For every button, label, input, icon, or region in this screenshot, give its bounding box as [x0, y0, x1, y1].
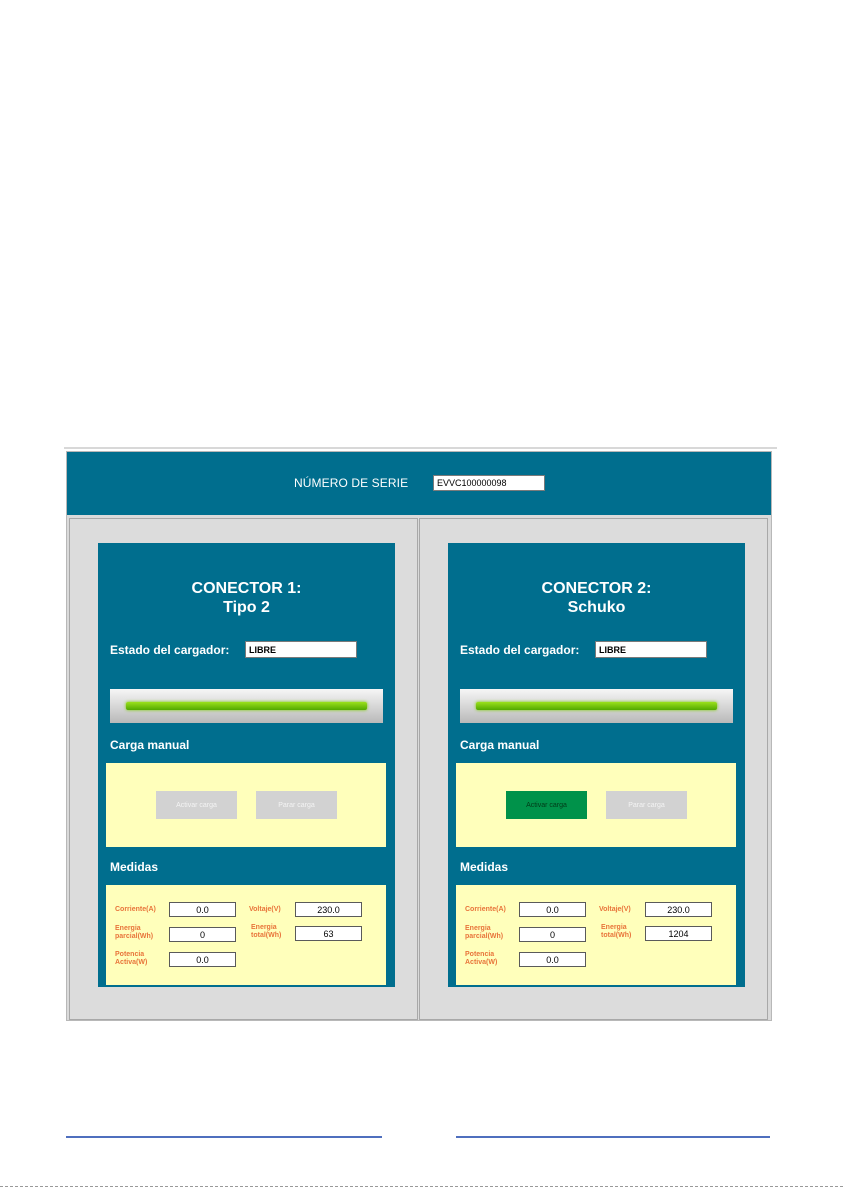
- connector-2-voltage-label: Voltaje(V): [599, 906, 631, 914]
- connector-1-total-energy-field[interactable]: [295, 926, 362, 941]
- connector-1-manual-box: Activar carga Parar carga: [106, 763, 386, 847]
- footer-rule-right: [456, 1136, 770, 1138]
- connector-2-total-energy-label: Energia total(Wh): [601, 924, 631, 940]
- connector-1-active-power-field[interactable]: [169, 952, 236, 967]
- active-power-label-line2: Activa(W): [465, 959, 498, 966]
- connector-2-column: CONECTOR 2: Schuko Estado del cargador: …: [419, 518, 768, 1020]
- connector-2-active-power-field[interactable]: [519, 952, 586, 967]
- total-energy-label-line1: Energia: [601, 924, 627, 931]
- footer-rule-left: [66, 1136, 382, 1138]
- active-power-label-line2: Activa(W): [115, 959, 148, 966]
- current-label-text: Corriente(A): [115, 906, 156, 913]
- connector-2-active-power-label: Potencia Activa(W): [465, 951, 497, 967]
- connector-1-measures-box: Corriente(A) Voltaje(V) Energia parcial(…: [106, 885, 386, 985]
- connector-2-title-line1: CONECTOR 2:: [541, 580, 652, 597]
- connector-1-card: CONECTOR 1: Tipo 2 Estado del cargador: …: [98, 543, 395, 987]
- connector-1-partial-energy-label: Energia parcial(Wh): [115, 925, 153, 941]
- connector-2-measures-title: Medidas: [460, 860, 509, 874]
- connector-2-voltage-field[interactable]: [645, 902, 712, 917]
- connector-2-manual-box: Activar carga Parar carga: [456, 763, 736, 847]
- connector-1-partial-energy-field[interactable]: [169, 927, 236, 942]
- voltage-label-text: Voltaje(V): [599, 906, 631, 913]
- total-energy-label-line1: Energia: [251, 924, 277, 931]
- connector-1-column: CONECTOR 1: Tipo 2 Estado del cargador: …: [69, 518, 418, 1020]
- connector-1-total-energy-label: Energia total(Wh): [251, 924, 281, 940]
- current-label-text: Corriente(A): [465, 906, 506, 913]
- total-energy-label-line2: total(Wh): [251, 932, 282, 939]
- connector-1-status-bar: [110, 689, 383, 723]
- connector-2-stop-button[interactable]: Parar carga: [606, 791, 687, 819]
- connector-1-title-line1: CONECTOR 1:: [191, 580, 302, 597]
- connector-2-current-field[interactable]: [519, 902, 586, 917]
- connector-1-current-field[interactable]: [169, 902, 236, 917]
- connector-2-current-label: Corriente(A): [465, 906, 506, 914]
- connector-1-voltage-label: Voltaje(V): [249, 906, 281, 914]
- connector-1-manual-title: Carga manual: [110, 738, 190, 752]
- connector-2-state-label: Estado del cargador:: [460, 643, 580, 657]
- connector-2-activate-button[interactable]: Activar carga: [506, 791, 587, 819]
- partial-energy-label-line2: parcial(Wh): [115, 933, 154, 940]
- connector-2-type: Schuko: [567, 599, 626, 616]
- partial-energy-label-line1: Energia: [465, 925, 491, 932]
- connector-1-active-power-label: Potencia Activa(W): [115, 951, 147, 967]
- connector-1-stop-button[interactable]: Parar carga: [256, 791, 337, 819]
- connector-2-total-energy-field[interactable]: [645, 926, 712, 941]
- total-energy-label-line2: total(Wh): [601, 932, 632, 939]
- partial-energy-label-line1: Energia: [115, 925, 141, 932]
- serial-label: NÚMERO DE SERIE: [294, 476, 409, 490]
- connector-2-partial-energy-field[interactable]: [519, 927, 586, 942]
- connector-1-status-indicator: [126, 702, 367, 710]
- connector-1-measures-title: Medidas: [110, 860, 159, 874]
- connector-1-state-label: Estado del cargador:: [110, 643, 230, 657]
- charger-app: NÚMERO DE SERIE CONECTOR 1: Tipo 2 Estad…: [66, 451, 772, 1021]
- serial-number-input[interactable]: [433, 475, 545, 491]
- connector-1-title: CONECTOR 1: Tipo 2: [98, 579, 395, 617]
- connector-2-state-field[interactable]: [595, 641, 707, 658]
- connector-2-measures-box: Corriente(A) Voltaje(V) Energia parcial(…: [456, 885, 736, 985]
- connector-2-card: CONECTOR 2: Schuko Estado del cargador: …: [448, 543, 745, 987]
- top-divider: [64, 447, 777, 449]
- page-bottom-dashes: [0, 1186, 843, 1187]
- connector-2-status-bar: [460, 689, 733, 723]
- serial-header: NÚMERO DE SERIE: [67, 452, 771, 515]
- connector-1-state-field[interactable]: [245, 641, 357, 658]
- connector-1-activate-button[interactable]: Activar carga: [156, 791, 237, 819]
- connector-2-status-indicator: [476, 702, 717, 710]
- connector-2-title: CONECTOR 2: Schuko: [448, 579, 745, 617]
- connector-2-manual-title: Carga manual: [460, 738, 540, 752]
- voltage-label-text: Voltaje(V): [249, 906, 281, 913]
- partial-energy-label-line2: parcial(Wh): [465, 933, 504, 940]
- active-power-label-line1: Potencia: [115, 951, 145, 958]
- connector-1-voltage-field[interactable]: [295, 902, 362, 917]
- connector-1-type: Tipo 2: [223, 599, 270, 616]
- connector-2-partial-energy-label: Energia parcial(Wh): [465, 925, 503, 941]
- active-power-label-line1: Potencia: [465, 951, 495, 958]
- connector-1-current-label: Corriente(A): [115, 906, 156, 914]
